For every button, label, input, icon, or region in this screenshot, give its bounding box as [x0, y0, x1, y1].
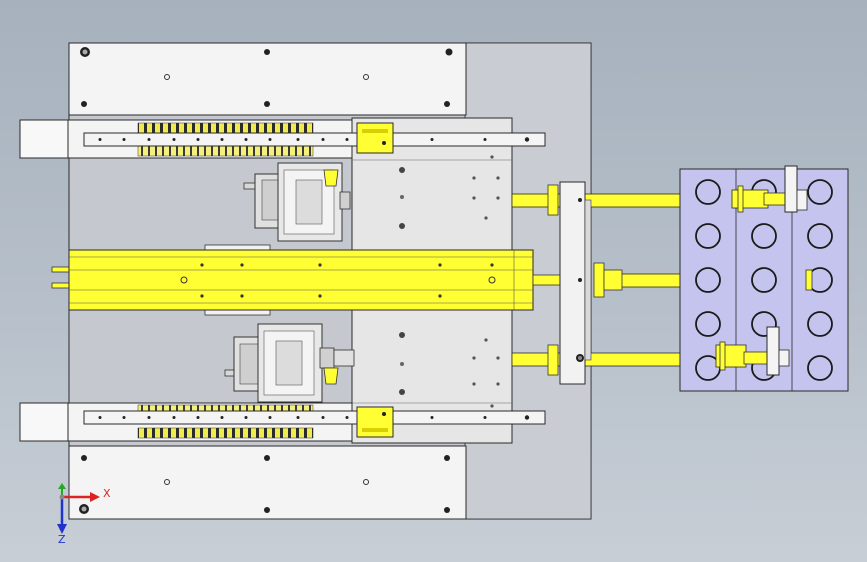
- top-motor: [243, 162, 351, 242]
- gripper-heads: [715, 165, 813, 376]
- y-axis-arrow: [58, 483, 66, 489]
- z-axis-label: Z: [58, 533, 66, 546]
- x-axis-arrow: [90, 492, 100, 502]
- top-rail: [19, 119, 546, 159]
- bottom-rail: [19, 402, 546, 442]
- bottom-plate: [68, 445, 467, 520]
- z-axis-arrow: [57, 524, 67, 534]
- x-axis-label: X: [103, 487, 111, 500]
- bottom-motor: [224, 323, 355, 403]
- cross-bracket: [559, 181, 623, 385]
- main-cylinder: [51, 244, 564, 316]
- coordinate-triad: X Z: [57, 483, 111, 546]
- top-plate: [68, 42, 467, 116]
